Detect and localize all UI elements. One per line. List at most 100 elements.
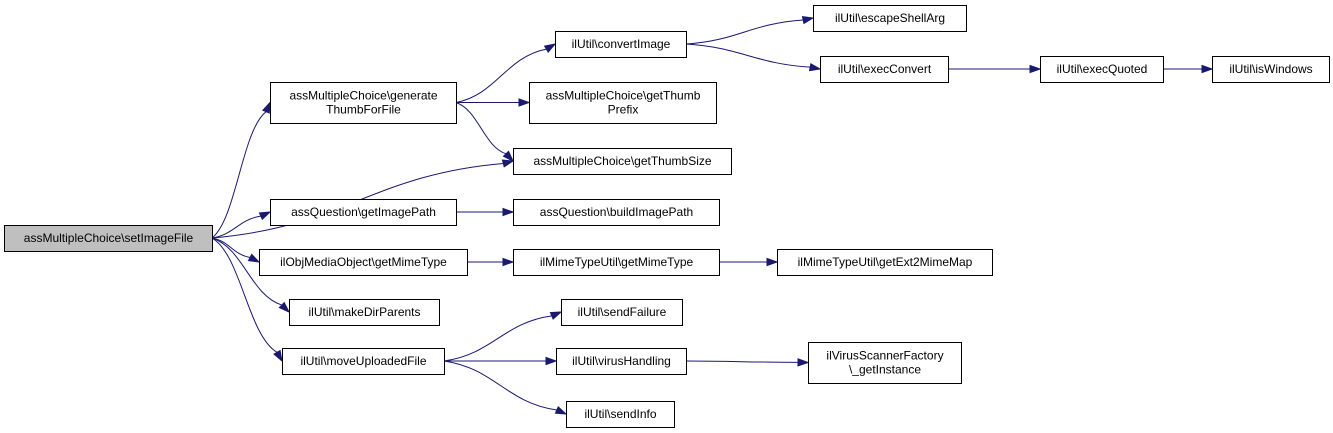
node-label: ilUtil\moveUploadedFile [300, 354, 426, 368]
node-box [282, 348, 445, 375]
node-execQuoted[interactable]: ilUtil\execQuoted [1040, 56, 1164, 83]
node-label: ilUtil\convertImage [572, 37, 671, 51]
edge-setImageFile-to-generateThumbForFile [211, 101, 271, 239]
node-box [1040, 56, 1164, 83]
node-setImageFile[interactable]: assMultipleChoice\setImageFile [4, 225, 213, 252]
node-box [289, 299, 440, 326]
edge-generateThumbForFile-to-getThumbSize [455, 102, 515, 163]
node-label: ilUtil\isWindows [1229, 62, 1312, 76]
node-execConvert[interactable]: ilUtil\execConvert [820, 56, 949, 83]
node-makeDirParents[interactable]: ilUtil\makeDirParents [289, 299, 440, 326]
node-box [555, 31, 687, 58]
edge-line [455, 48, 547, 103]
edge-arrowhead [797, 358, 810, 367]
node-box [270, 82, 457, 124]
edge-line [211, 111, 267, 239]
node-label: Prefix [608, 103, 639, 117]
node-escapeShellArg[interactable]: ilUtil\escapeShellArg [813, 5, 967, 32]
edge-arrowhead [554, 405, 568, 415]
node-isWindows[interactable]: ilUtil\isWindows [1212, 56, 1330, 83]
node-getExt2MimeMap[interactable]: ilMimeTypeUtil\getExt2MimeMap [777, 249, 993, 276]
edge-moveUploadedFile-to-sendFailure [443, 311, 563, 362]
node-sendFailure[interactable]: ilUtil\sendFailure [561, 299, 683, 326]
edge-setImageFile-to-makeDirParents [211, 237, 291, 314]
edge-arrowhead [247, 253, 261, 263]
node-label: assQuestion\buildImagePath [540, 205, 693, 219]
node-label: ilObjMediaObject\getMimeType [280, 255, 447, 269]
edge-arrowhead [258, 211, 272, 221]
edge-arrowhead [502, 150, 515, 163]
edge-arrowhead [543, 43, 557, 53]
edge-getMimeTypeUtil-to-getExt2MimeMap [719, 257, 779, 267]
node-label: assMultipleChoice\getThumbSize [533, 154, 711, 168]
edge-virusHandling-to-getInstance [685, 358, 810, 367]
edge-line [443, 315, 552, 362]
edge-execQuoted-to-isWindows [1163, 64, 1214, 74]
edge-arrowhead [545, 356, 558, 366]
edge-convertImage-to-escapeShellArg [685, 15, 815, 45]
node-getThumbSize[interactable]: assMultipleChoice\getThumbSize [513, 148, 732, 175]
node-sendInfo[interactable]: ilUtil\sendInfo [566, 401, 675, 428]
edge-arrowhead [278, 301, 291, 314]
node-box [259, 249, 468, 276]
edge-arrowhead [502, 207, 515, 217]
node-box [777, 249, 993, 276]
node-box [561, 299, 683, 326]
edge-arrowhead [549, 311, 563, 320]
node-box [270, 199, 457, 226]
node-box [513, 199, 720, 226]
node-box [1212, 56, 1330, 83]
node-box [556, 348, 687, 375]
node-box [4, 225, 213, 252]
node-box [566, 401, 675, 428]
edge-getImagePath-to-buildImagePath [456, 207, 515, 217]
edge-arrowhead [262, 101, 271, 114]
edge-moveUploadedFile-to-virusHandling [444, 356, 558, 366]
node-getMimeTypeUtil[interactable]: ilMimeTypeUtil\getMimeType [513, 249, 720, 276]
edge-setImageFile-to-getImagePath [211, 211, 272, 239]
node-box [813, 5, 967, 32]
edge-line [685, 360, 799, 363]
node-label: assMultipleChoice\getThumb [546, 89, 701, 103]
edge-arrowhead [1029, 64, 1042, 74]
edge-line [685, 43, 811, 68]
edge-generateThumbForFile-to-getThumbPrefix [456, 98, 531, 107]
edge-arrowhead [518, 98, 531, 107]
edge-line [685, 19, 804, 45]
edge-line [211, 215, 261, 239]
edge-moveUploadedFile-to-sendInfo [443, 360, 568, 415]
node-box [529, 82, 717, 124]
node-label: assMultipleChoice\setImageFile [24, 231, 194, 245]
edge-getMimeTypeObj-to-getMimeTypeUtil [467, 257, 515, 267]
edge-arrowhead [766, 257, 779, 267]
node-convertImage[interactable]: ilUtil\convertImage [555, 31, 687, 58]
node-label: ilUtil\execConvert [838, 62, 932, 76]
node-label: ilMimeTypeUtil\getMimeType [540, 255, 694, 269]
edge-execConvert-to-execQuoted [948, 64, 1042, 74]
edge-line [455, 102, 507, 155]
edge-arrowhead [801, 15, 815, 25]
node-label: ilUtil\sendFailure [578, 305, 667, 319]
edge-line [211, 237, 278, 353]
node-getMimeTypeObj[interactable]: ilObjMediaObject\getMimeType [259, 249, 468, 276]
edge-arrowhead [501, 159, 515, 168]
node-buildImagePath[interactable]: assQuestion\buildImagePath [513, 199, 720, 226]
node-label: ilMimeTypeUtil\getExt2MimeMap [798, 255, 973, 269]
node-label: ilUtil\execQuoted [1057, 62, 1148, 76]
node-label: ilVirusScannerFactory [826, 349, 943, 363]
edge-arrowhead [808, 62, 822, 72]
node-box [808, 342, 962, 384]
node-layer: assMultipleChoice\setImageFile assMultipl… [4, 5, 1330, 428]
node-getInstance[interactable]: ilVirusScannerFactory\_getInstance [808, 342, 962, 384]
node-label: \_getInstance [849, 363, 921, 377]
node-virusHandling[interactable]: ilUtil\virusHandling [556, 348, 687, 375]
edge-line [443, 360, 557, 411]
node-label: assMultipleChoice\generate [289, 89, 437, 103]
node-getImagePath[interactable]: assQuestion\getImagePath [270, 199, 457, 226]
edge-generateThumbForFile-to-convertImage [455, 43, 557, 103]
node-moveUploadedFile[interactable]: ilUtil\moveUploadedFile [282, 348, 445, 375]
edge-convertImage-to-execConvert [685, 43, 822, 72]
